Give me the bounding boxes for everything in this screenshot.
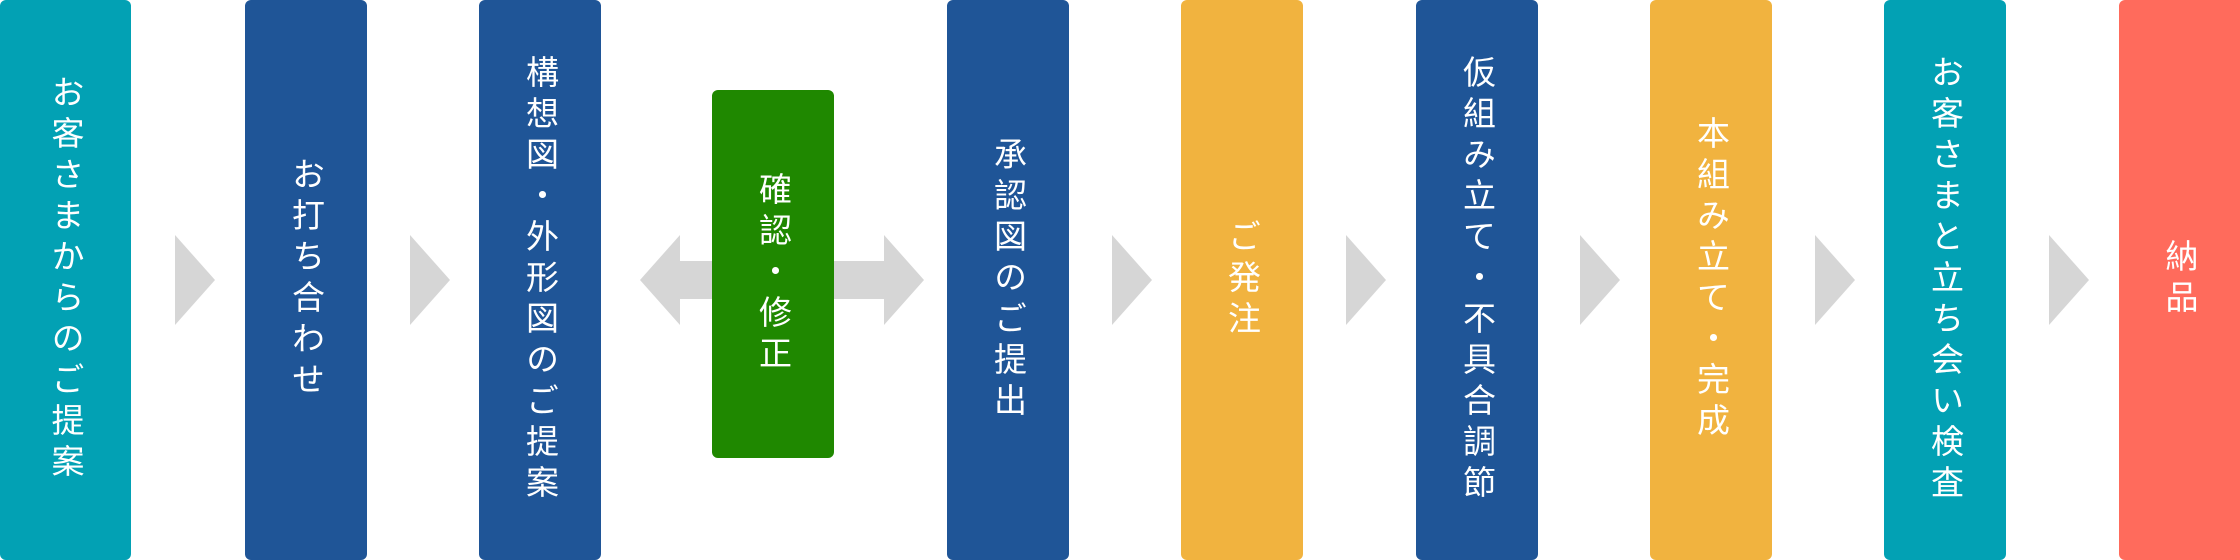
step-inspection: お客さまと立ち会い検査 bbox=[1884, 0, 2006, 560]
step-label: 納品 bbox=[2160, 239, 2199, 321]
step-meeting: お打ち合わせ bbox=[245, 0, 367, 560]
arrow-right-icon bbox=[1112, 235, 1152, 325]
arrow-right-icon bbox=[175, 235, 215, 325]
arrow-right-icon bbox=[410, 235, 450, 325]
step-label: お打ち合わせ bbox=[286, 157, 326, 403]
step-label: 仮組み立て・不具合調節 bbox=[1457, 54, 1497, 506]
step-approval-drawing: 承認図のご提出 bbox=[947, 0, 1069, 560]
arrow-right-icon bbox=[2049, 235, 2089, 325]
step-label: 構想図・外形図のご提案 bbox=[520, 54, 560, 506]
step-label: 承認図のご提出 bbox=[988, 136, 1028, 424]
arrow-right-icon bbox=[1580, 235, 1620, 325]
step-label: 本組み立て・完成 bbox=[1691, 116, 1731, 444]
step-label: お客さまと立ち会い検査 bbox=[1925, 54, 1965, 506]
step-label: 確認・修正 bbox=[753, 171, 793, 377]
step-review: 確認・修正 bbox=[712, 90, 834, 458]
step-concept-drawing: 構想図・外形図のご提案 bbox=[479, 0, 601, 560]
step-inquiry: お客さまからのご提案 bbox=[0, 0, 131, 560]
step-delivery: 納品 bbox=[2119, 0, 2240, 560]
double-arrow-icon bbox=[640, 235, 730, 325]
step-final-assembly: 本組み立て・完成 bbox=[1650, 0, 1772, 560]
step-order: ご発注 bbox=[1181, 0, 1303, 560]
arrow-right-icon bbox=[1815, 235, 1855, 325]
step-label: お客さまからのご提案 bbox=[46, 75, 85, 485]
step-trial-assembly: 仮組み立て・不具合調節 bbox=[1416, 0, 1538, 560]
arrow-right-icon bbox=[1346, 235, 1386, 325]
step-label: ご発注 bbox=[1222, 218, 1262, 342]
double-arrow-icon bbox=[834, 235, 924, 325]
